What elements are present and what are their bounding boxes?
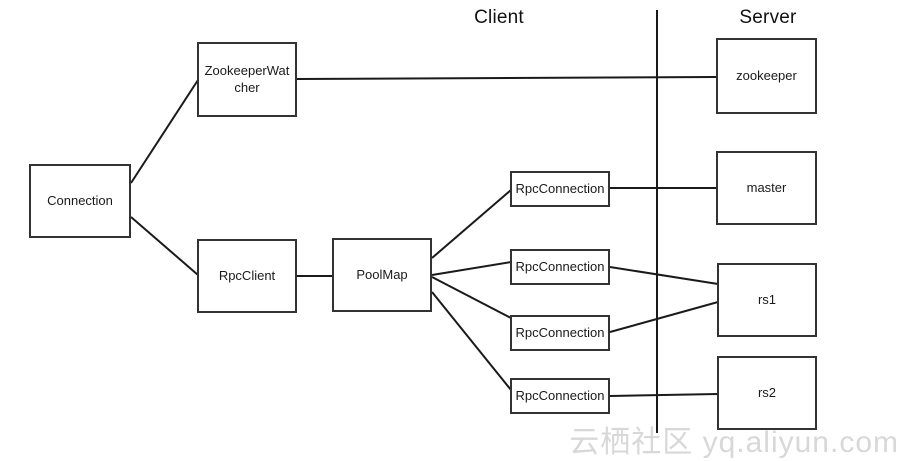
node-rpc-connection-3: RpcConnection	[510, 315, 610, 351]
edge-poolmap-rpcconnection2	[431, 261, 512, 276]
node-rpc-client: RpcClient	[197, 239, 297, 313]
node-rs2-label: rs2	[757, 384, 777, 400]
node-zookeeper: zookeeper	[716, 38, 817, 114]
edge-poolmap-rpcconnection4	[431, 291, 512, 391]
node-master-label: master	[746, 179, 787, 195]
node-zookeeper-label: zookeeper	[736, 67, 797, 83]
yunqi-community-watermark: 云栖社区 yq.aliyun.com	[569, 426, 899, 459]
edge-rpcconnection2-rs1	[609, 266, 719, 285]
node-rpc-connection-4: RpcConnection	[510, 378, 610, 414]
node-rs1: rs1	[717, 263, 817, 337]
node-rpc-connection-2-label: RpcConnection	[515, 258, 605, 274]
node-rpc-connection-4-label: RpcConnection	[515, 387, 605, 403]
edge-zookeeperwatcher-zookeeper	[296, 76, 718, 80]
edge-rpcconnection3-rs1	[609, 301, 719, 333]
node-pool-map: PoolMap	[332, 238, 432, 312]
edge-connection-rpcclient	[130, 216, 199, 276]
node-zookeeper-watcher: ZookeeperWatcher	[197, 42, 297, 117]
edge-poolmap-rpcconnection3	[431, 276, 512, 319]
edge-rpcconnection4-rs2	[609, 393, 719, 397]
node-rpc-connection-1: RpcConnection	[510, 171, 610, 207]
node-rs1-label: rs1	[757, 291, 777, 307]
node-pool-map-label: PoolMap	[356, 266, 408, 282]
node-rpc-client-label: RpcClient	[218, 267, 276, 283]
client-section-title: Client	[474, 7, 524, 28]
node-connection-label: Connection	[47, 192, 113, 208]
server-section-title: Server	[739, 7, 797, 28]
node-rpc-connection-2: RpcConnection	[510, 249, 610, 285]
node-rpc-connection-1-label: RpcConnection	[515, 180, 605, 196]
edge-poolmap-rpcconnection1	[431, 189, 512, 259]
node-zookeeper-watcher-label: ZookeeperWatcher	[204, 62, 290, 95]
node-connection: Connection	[29, 164, 131, 238]
node-rs2: rs2	[717, 356, 817, 430]
edge-connection-zookeeperwatcher	[130, 79, 199, 184]
node-master: master	[716, 151, 817, 225]
node-rpc-connection-3-label: RpcConnection	[515, 324, 605, 340]
